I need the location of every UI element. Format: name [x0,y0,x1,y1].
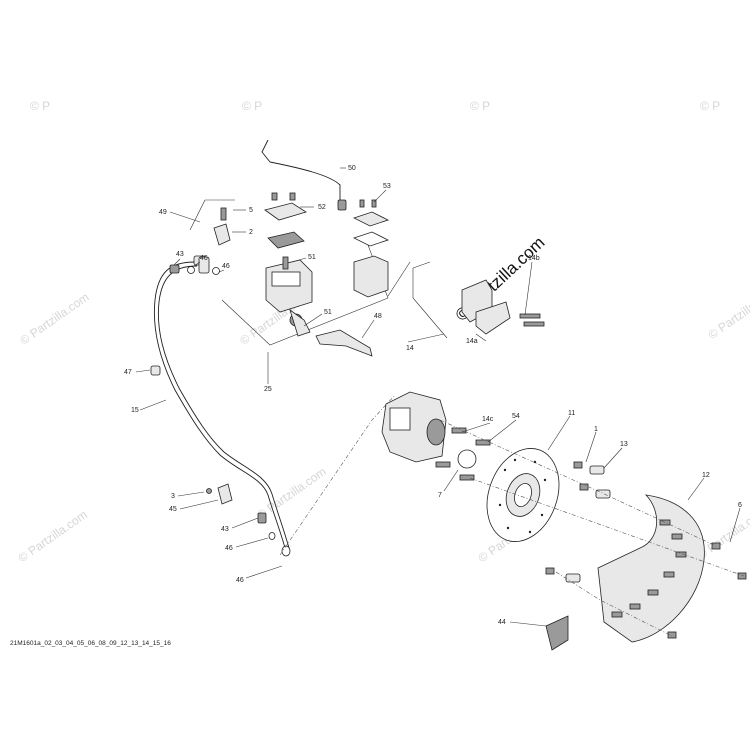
callout-12: 12 [702,472,710,479]
brake-switch-wire [261,139,347,211]
banjo-bolt-top [169,256,220,275]
callout-labels: 49 5 2 52 50 53 43 46 46 51 51 48 25 47 … [124,165,742,626]
watermark-text: © Partzilla.com [17,290,91,348]
callout-25: 25 [264,386,272,393]
callout-49: 49 [159,209,167,216]
callout-5: 5 [249,207,253,214]
watermark-corner: © P [242,99,262,113]
callout-15: 15 [131,407,139,414]
callout-44: 44 [498,619,506,626]
watermark-corner: © P [700,99,720,113]
callout-46: 46 [225,545,233,552]
callout-54: 54 [512,413,520,420]
watermark-corner: © P [30,99,50,113]
callout-7: 7 [438,492,442,499]
disc-guard [597,494,705,643]
callout-51: 51 [308,254,316,261]
callout-50: 50 [348,165,356,172]
callout-14a: 14a [466,338,478,345]
decal [545,615,569,651]
callout-14b: 14b [528,255,540,262]
disc-bolts [545,461,747,639]
diagram-code: 21M1601a_02_03_04_05_06_08_09_12_13_14_1… [10,640,171,647]
banjo-bolt-lower [206,483,276,540]
master-cylinder-assembly [189,192,389,357]
brake-hose [153,255,291,557]
watermark-corner: © P [470,99,490,113]
callout-53: 53 [383,183,391,190]
callout-3: 3 [171,493,175,500]
callout-48: 48 [374,313,382,320]
callout-43: 43 [221,526,229,533]
leader-lines [135,167,741,627]
callout-46: 46 [200,255,208,262]
callout-1: 1 [594,426,598,433]
callout-14c: 14c [482,416,494,423]
callout-46: 46 [236,577,244,584]
watermark-text: © Partzilla.com [706,284,750,342]
brake-disc [486,448,560,542]
callout-45: 45 [169,506,177,513]
hose-clamp [150,365,161,376]
reservoir [352,199,390,298]
callout-11: 11 [568,410,575,417]
callout-2: 2 [249,229,253,236]
brake-caliper [381,391,491,481]
callout-47: 47 [124,369,132,376]
watermark-text: © Partzilla.com [16,507,90,565]
callout-13: 13 [620,441,628,448]
callout-14: 14 [406,345,414,352]
callout-46: 46 [222,263,230,270]
brake-pads [412,261,545,339]
callout-52: 52 [318,204,326,211]
callout-43: 43 [176,251,184,258]
callout-51: 51 [324,309,332,316]
callout-6: 6 [738,502,742,509]
watermark-layer: © P © P © P © P © Partzilla.com © Partzi… [16,99,750,565]
